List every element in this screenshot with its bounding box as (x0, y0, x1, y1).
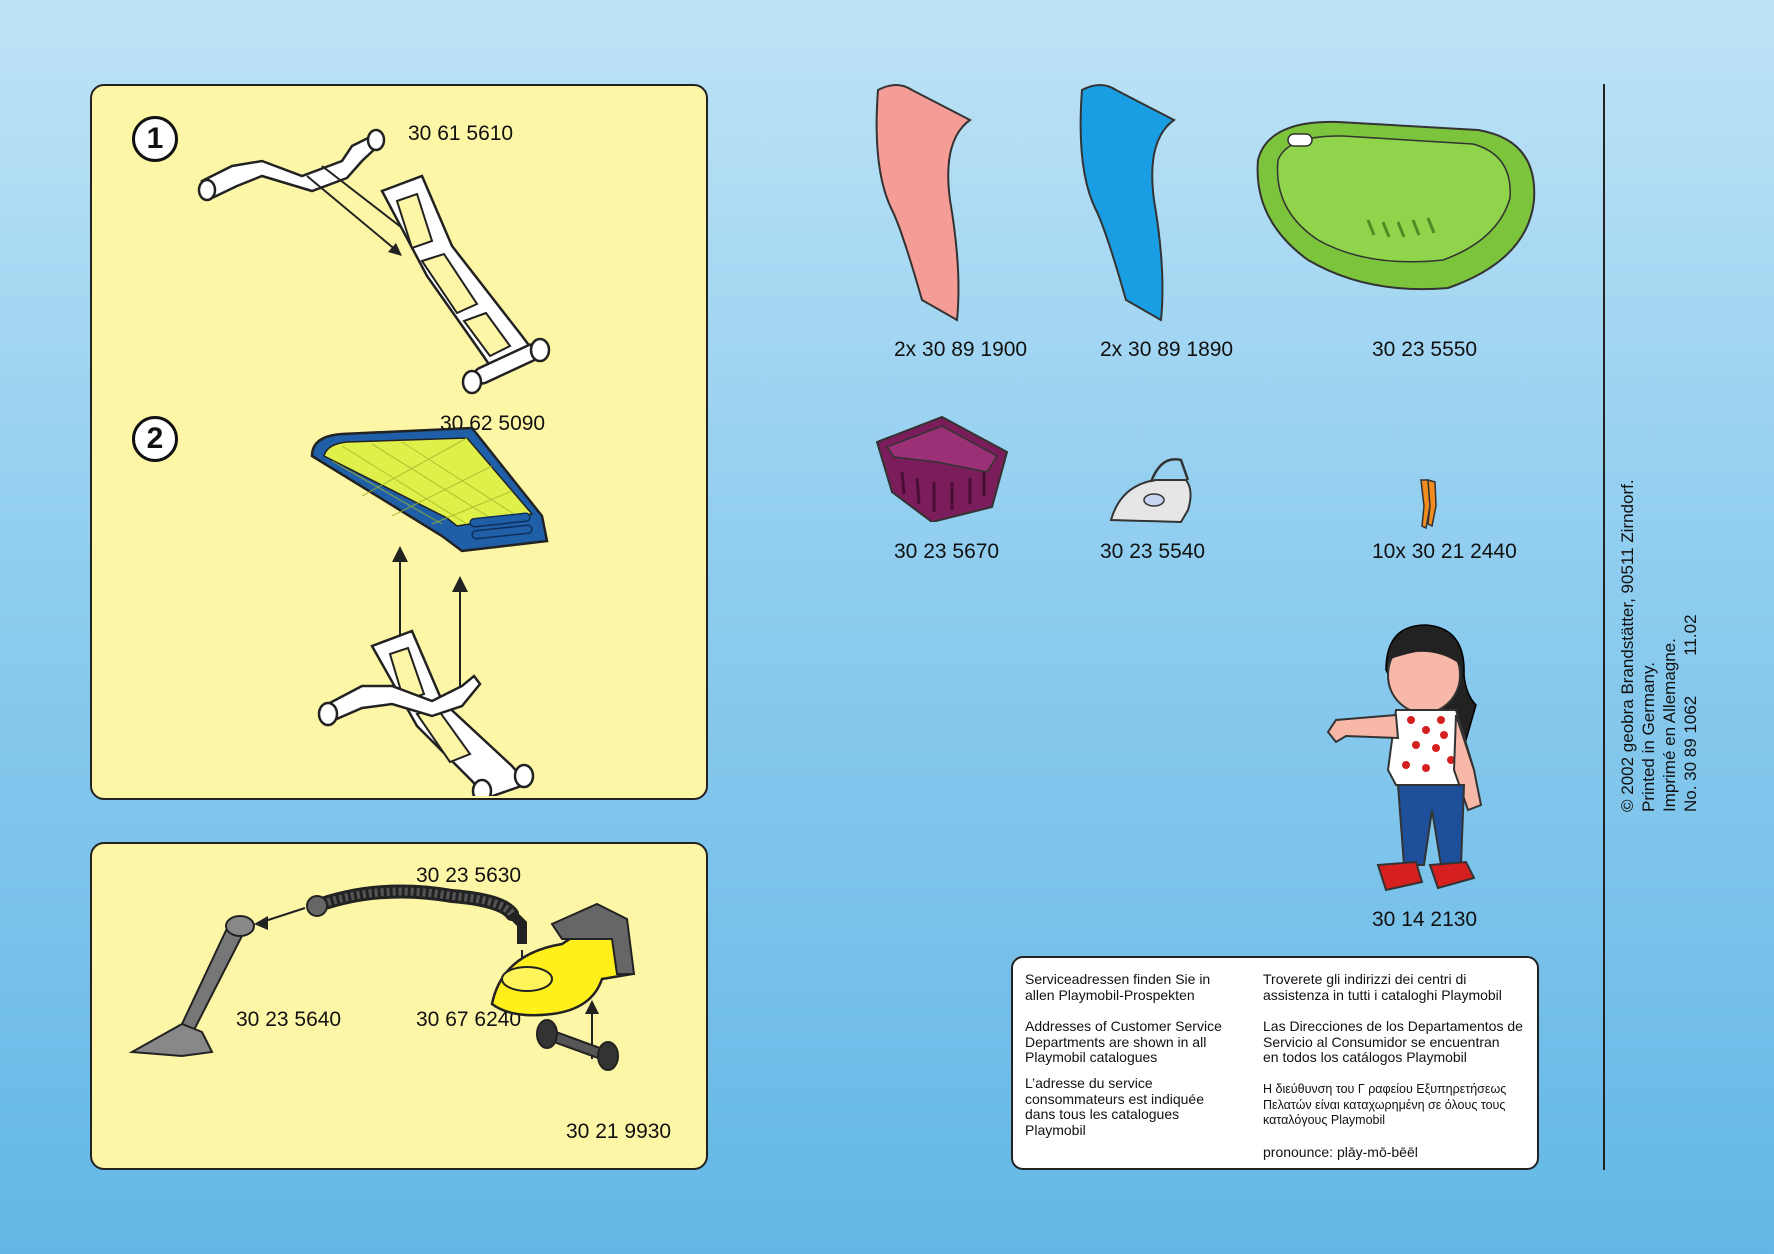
service-text-en: Addresses of Customer Service Department… (1025, 1018, 1222, 1065)
part-purple-basket-number: 30 23 5670 (894, 540, 1000, 563)
print-date: 11.02 (1681, 614, 1700, 656)
service-text-de: Serviceadressen finden Sie in allen Play… (1025, 971, 1211, 1003)
part-pink-cloth-number: 2x 30 89 1900 (894, 338, 1028, 361)
green-tub-illustration (1256, 120, 1536, 291)
part-figure-number: 30 14 2130 (1372, 908, 1478, 931)
step-1-badge: 1 (132, 116, 178, 162)
part-blue-cloth-number: 2x 30 89 1890 (1100, 338, 1234, 361)
step2-assembly-arrows (317, 546, 535, 796)
assembly-steps-panel: 1 30 61 5610 2 30 62 5090 (90, 84, 708, 800)
copyright-block: © 2002 geobra Brandstätter, 90511 Zirndo… (1617, 392, 1701, 812)
copyright-line3: Imprimé en Allemagne. (1660, 638, 1679, 812)
copyright-line4: No. 30 89 1062 11.02 (1680, 392, 1701, 812)
purple-basket-illustration (875, 415, 1009, 522)
part-number-wheels: 30 21 9930 (566, 1120, 672, 1143)
part-number-step1: 30 61 5610 (408, 122, 514, 145)
part-number-hose: 30 23 5630 (416, 864, 522, 887)
ironing-board-top-illustration (310, 426, 549, 553)
vacuum-assembly-panel: 30 23 5630 30 23 5640 30 67 6240 30 21 9… (90, 842, 708, 1170)
vertical-divider (1603, 84, 1605, 1170)
copyright-line1: © 2002 geobra Brandstätter, 90511 Zirndo… (1618, 479, 1637, 812)
blue-cloth-illustration (1079, 84, 1176, 322)
part-number-nozzle: 30 23 5640 (236, 1008, 342, 1031)
customer-service-box: Serviceadressen finden Sie in allen Play… (1011, 956, 1539, 1170)
part-iron-number: 30 23 5540 (1100, 540, 1206, 563)
catalog-number: No. 30 89 1062 (1681, 695, 1700, 812)
pink-cloth-illustration (875, 84, 972, 322)
part-clothes-pegs-number: 10x 30 21 2440 (1372, 540, 1517, 563)
copyright-line2: Printed in Germany. (1639, 662, 1658, 812)
part-number-vacuum-body: 30 67 6240 (416, 1008, 522, 1031)
iron-illustration (1109, 458, 1192, 524)
clothes-peg-illustration (1420, 478, 1437, 530)
playmobil-figure-illustration (1326, 624, 1483, 892)
service-text-fr: L’adresse du service consommateurs est i… (1025, 1075, 1204, 1138)
step-2-badge: 2 (132, 416, 178, 462)
service-pronounce: pronounce: plāy-mō-bēēl (1263, 1144, 1418, 1160)
service-text-it: Troverete gli indirizzi dei centri di as… (1263, 971, 1502, 1003)
ironing-board-legs-illustration (197, 128, 551, 395)
vacuum-cleaner-illustration (128, 884, 636, 1071)
part-green-tub-number: 30 23 5550 (1372, 338, 1478, 361)
service-text-el: Η διεύθυνση του Γ ραφείου Εξυπηρετήσεως … (1263, 1082, 1507, 1127)
service-text-es: Las Direcciones de los Departamentos de … (1263, 1018, 1523, 1065)
